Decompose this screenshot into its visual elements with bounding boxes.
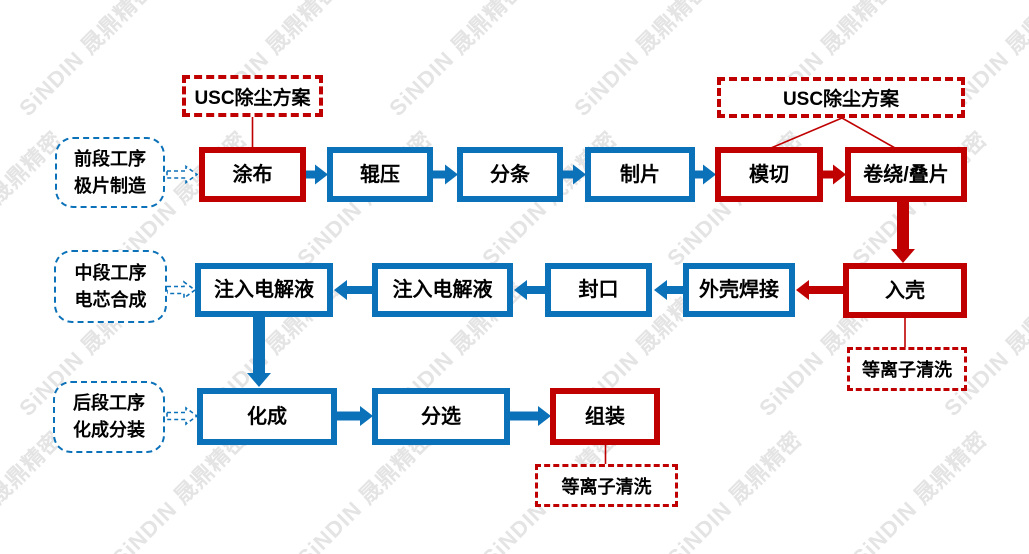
- arrow-sheeting-diecut: [694, 164, 716, 185]
- process-sorting: 分选: [372, 388, 510, 445]
- usc-annotation-1: USC除尘方案: [182, 75, 323, 117]
- arrow-sorting-assembly: [510, 406, 551, 426]
- stage-label-line: 化成分装: [73, 420, 145, 440]
- arrow-sealing-electrolyte2: [514, 280, 545, 300]
- arrow-casing-shellwelding: [796, 280, 843, 300]
- process-diecutting: 模切: [715, 147, 823, 202]
- stage-label-line: 后段工序: [73, 393, 145, 413]
- plasma-annotation-1: 等离子清洗: [847, 347, 967, 391]
- connector-usc2-diecut: [770, 117, 843, 149]
- stage-label-front: 前段工序 极片制造: [55, 137, 165, 208]
- arrow-winding-casing: [891, 202, 915, 263]
- process-assembly: 组装: [550, 388, 660, 445]
- arrow-slitting-sheeting: [562, 164, 586, 185]
- process-electrolyte-2: 注入电解液: [372, 263, 513, 317]
- stage-label-line: 中段工序: [74, 262, 147, 283]
- process-slitting: 分条: [457, 147, 563, 202]
- arrow-coating-rolling: [306, 164, 328, 185]
- process-winding-stacking: 卷绕/叠片: [845, 147, 967, 202]
- process-sealing: 封口: [545, 263, 652, 317]
- arrow-shellwelding-sealing: [654, 280, 683, 300]
- process-sheeting: 制片: [585, 147, 695, 202]
- arrow-electrolyte2-electrolyte1: [334, 280, 372, 300]
- plasma-annotation-2: 等离子清洗: [535, 464, 678, 507]
- process-coating: 涂布: [199, 147, 306, 202]
- arrow-rolling-slitting: [432, 164, 458, 185]
- arrow-diecut-winding: [822, 164, 846, 185]
- stage-label-line: 前段工序: [74, 148, 146, 169]
- stage-label-back: 后段工序 化成分装: [53, 381, 165, 453]
- dashed-arrow-stage2: [166, 280, 197, 300]
- process-shell-welding: 外壳焊接: [683, 263, 795, 317]
- usc-annotation-2: USC除尘方案: [717, 77, 965, 118]
- dashed-arrow-stage1: [166, 164, 199, 185]
- dashed-arrow-stage3: [166, 406, 199, 426]
- connector-usc2-winding: [841, 117, 896, 149]
- stage-label-line: 极片制造: [74, 175, 146, 196]
- process-formation: 化成: [197, 388, 337, 445]
- process-electrolyte-1: 注入电解液: [195, 263, 333, 317]
- stage-label-line: 电芯合成: [74, 289, 147, 310]
- arrow-formation-sorting: [336, 406, 373, 426]
- arrow-electrolyte1-formation: [247, 317, 271, 387]
- process-rolling: 辊压: [327, 147, 433, 202]
- stage-label-middle: 中段工序 电芯合成: [54, 250, 167, 323]
- process-casing: 入壳: [843, 263, 967, 318]
